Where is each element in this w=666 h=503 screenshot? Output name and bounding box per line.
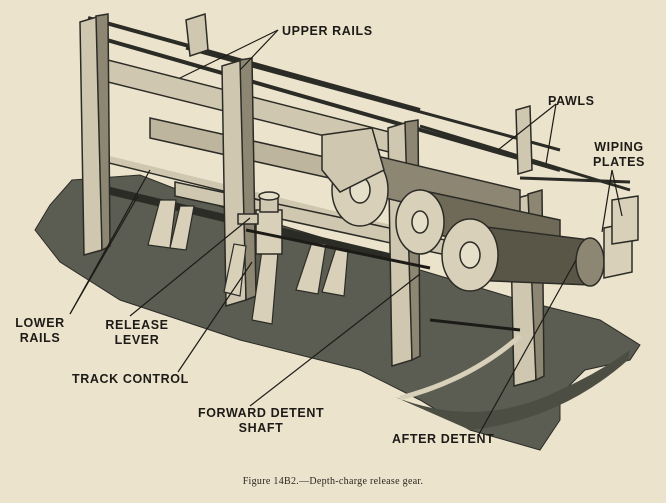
lower-rails-label: LOWER RAILS: [12, 316, 68, 346]
wiping-plates: [603, 195, 639, 279]
wiping-plates-line-2: PLATES: [593, 155, 645, 169]
release-lever-line-1: RELEASE: [105, 318, 169, 332]
pawls-label: PAWLS: [548, 94, 595, 108]
figure-caption: Figure 14B2.—Depth-charge release gear.: [242, 476, 424, 487]
upper-rail-2: [99, 36, 561, 172]
wiping-plates-line-1: WIPING: [594, 140, 644, 154]
deck-curve-lower: [395, 350, 630, 430]
leader-lines: [69, 29, 623, 437]
release-lever-label: RELEASE LEVER: [100, 318, 174, 348]
track-control-label: TRACK CONTROL: [72, 372, 189, 386]
forward-detent-line-1: FORWARD DETENT: [198, 406, 325, 420]
after-detent-curve: [399, 334, 522, 401]
after-detent-label: AFTER DETENT: [392, 432, 495, 446]
upper-rail-5: [519, 176, 631, 184]
release-gear-illustration: [34, 13, 641, 451]
wiping-plates-label: WIPING PLATES: [584, 140, 654, 170]
release-lever-line-2: LEVER: [114, 333, 160, 347]
trestle-legs: [147, 199, 349, 325]
upper-rail-1: [87, 16, 421, 112]
cam-plate: [321, 127, 385, 193]
upper-rails-label: UPPER RAILS: [282, 24, 373, 38]
rollers: [331, 151, 605, 292]
forward-detent-shaft: [245, 228, 431, 270]
forward-detent-shaft-label: FORWARD DETENT SHAFT: [198, 406, 324, 436]
lower-rails-line-1: LOWER: [15, 316, 65, 330]
after-detent-arm: [429, 318, 521, 332]
forward-detent-line-2: SHAFT: [238, 421, 284, 435]
lower-rails-line-2: RAILS: [19, 331, 61, 345]
